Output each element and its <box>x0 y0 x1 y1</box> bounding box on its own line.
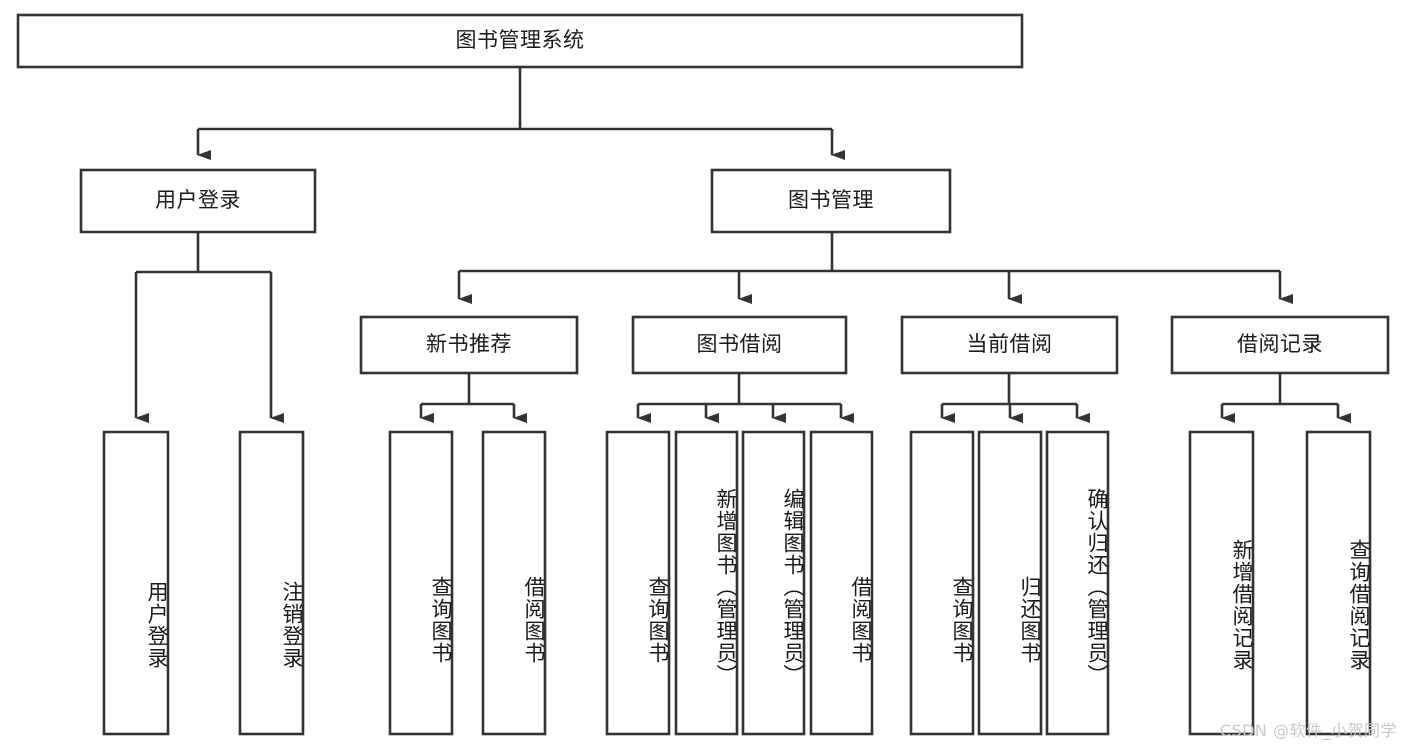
node-box-leaf-query-book-2[interactable] <box>605 430 671 736</box>
node-box-leaf-logout[interactable] <box>238 430 305 736</box>
node-box-borrow-record[interactable] <box>1170 315 1390 375</box>
node-box-leaf-query-record[interactable] <box>1305 430 1372 736</box>
node-box-current-borrow[interactable] <box>900 315 1119 375</box>
node-box-leaf-return-book[interactable] <box>977 430 1043 736</box>
node-box-leaf-edit-book[interactable] <box>741 430 806 736</box>
node-box-leaf-borrow-book-1[interactable] <box>481 430 547 736</box>
node-box-leaf-borrow-book-2[interactable] <box>809 430 874 736</box>
node-box-new-book-recommend[interactable] <box>359 315 579 375</box>
node-box-leaf-query-book-3[interactable] <box>909 430 975 736</box>
node-box-leaf-confirm-return[interactable] <box>1045 430 1110 736</box>
node-box-leaf-add-record[interactable] <box>1188 430 1255 736</box>
node-box-leaf-query-book-1[interactable] <box>388 430 454 736</box>
node-box-leaf-user-login[interactable] <box>102 430 170 736</box>
connector-layer <box>134 67 1351 423</box>
node-box-user-login[interactable] <box>79 168 317 234</box>
node-layer <box>16 13 1390 736</box>
node-box-leaf-add-book[interactable] <box>674 430 739 736</box>
node-box-root[interactable] <box>16 13 1024 69</box>
node-box-book-management[interactable] <box>710 168 952 234</box>
node-box-book-borrow[interactable] <box>631 315 848 375</box>
